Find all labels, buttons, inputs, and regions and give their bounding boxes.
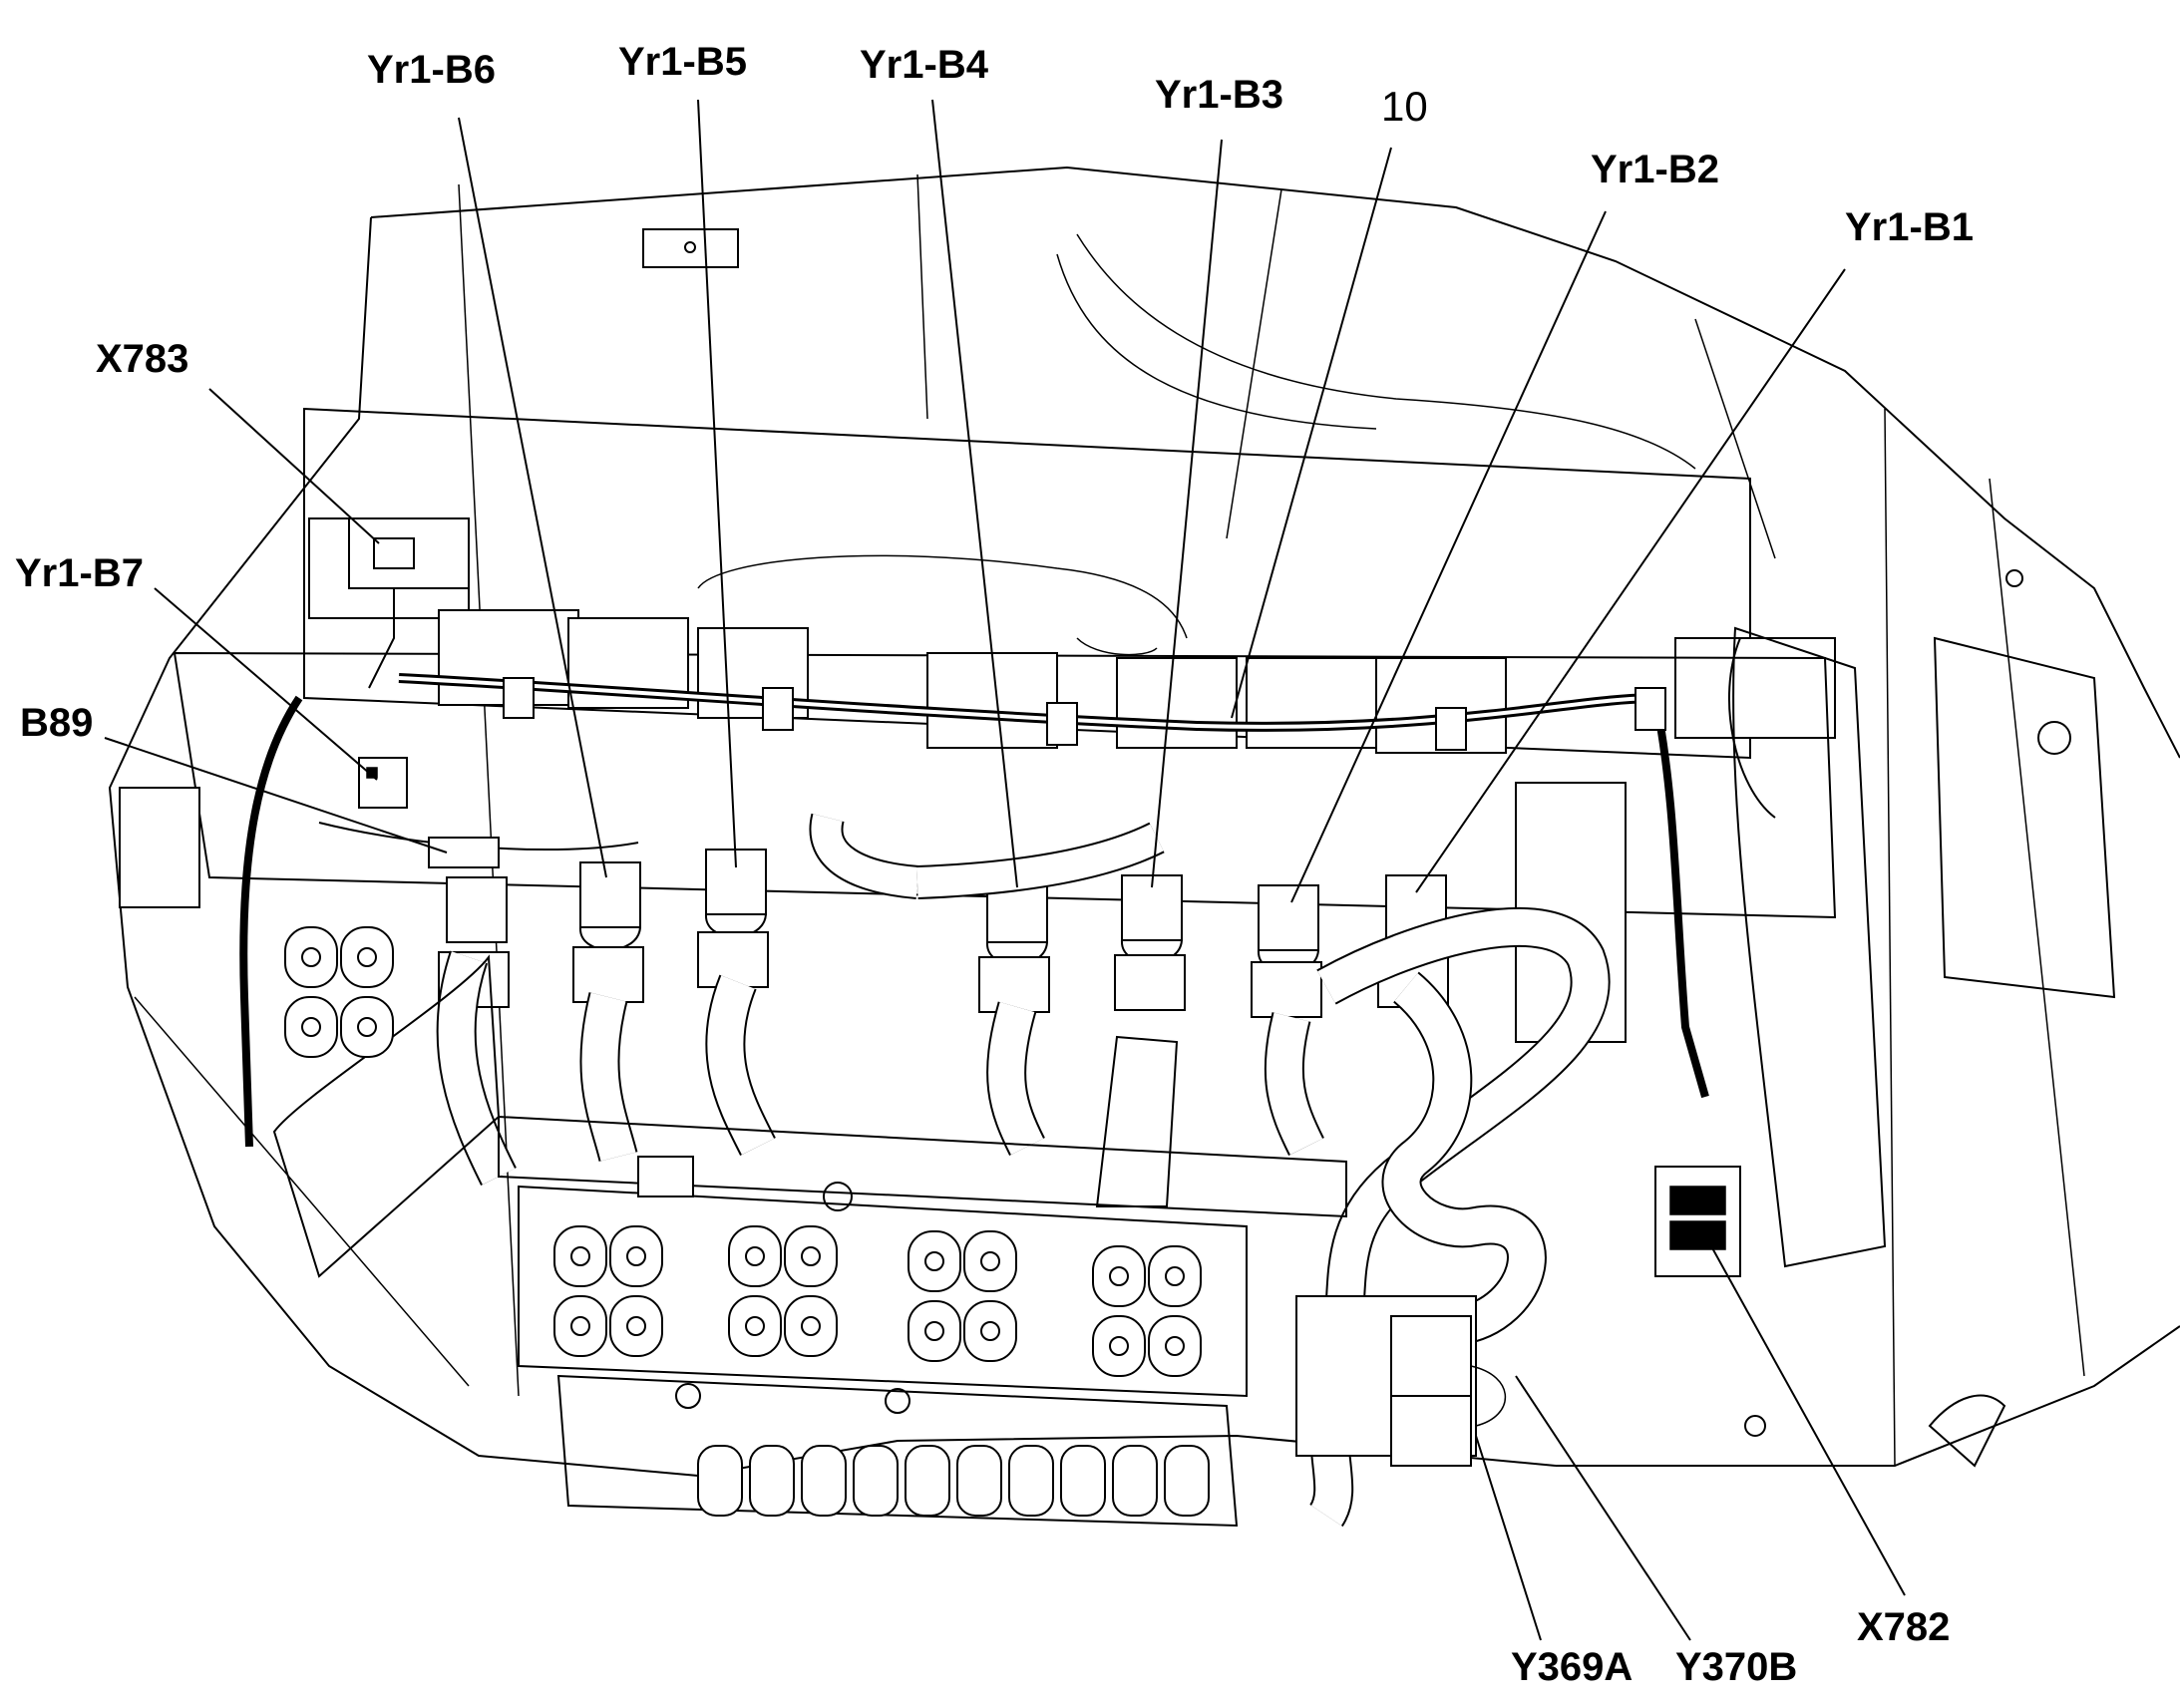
solenoid-yr1-b2	[1251, 884, 1322, 1018]
callout-yr1-b7: Yr1-B7	[15, 551, 144, 595]
leader-lines	[104, 99, 1906, 1641]
callout-y370b: Y370B	[1675, 1645, 1798, 1689]
lower-manifold	[272, 954, 1347, 1528]
leader-yr1-b6	[458, 117, 607, 878]
leader-y370b	[1515, 1375, 1691, 1641]
y369a-y370b-valves	[1295, 1295, 1507, 1467]
valve-cap	[905, 1445, 950, 1517]
valve-cap	[1060, 1445, 1106, 1517]
leader-yr1-b5	[697, 99, 737, 868]
callout-yr1-b1: Yr1-B1	[1845, 205, 1974, 249]
right-bracket	[1728, 626, 1887, 1268]
callout-10: 10	[1381, 83, 1428, 130]
valve-cap	[749, 1445, 795, 1517]
solenoid-coils	[438, 849, 1449, 1018]
valve-cap	[1008, 1445, 1054, 1517]
callout-y369a: Y369A	[1511, 1645, 1634, 1689]
valve-cap	[697, 1445, 743, 1517]
callout-yr1-b4: Yr1-B4	[860, 43, 988, 87]
leader-yr1-b7	[154, 587, 378, 781]
x783-connector	[348, 517, 470, 689]
cartridge-valve-cluster	[284, 926, 394, 1058]
cartridge-valve-cluster	[728, 1225, 838, 1357]
cartridge-clusters	[284, 926, 1210, 1517]
leader-yr1-b4	[931, 99, 1018, 888]
callout-yr1-b6: Yr1-B6	[367, 48, 496, 92]
valve-cap	[853, 1445, 899, 1517]
leader-x783	[208, 388, 380, 544]
solenoid-yr1-b5	[697, 849, 769, 988]
solenoid-yr1-b4	[978, 876, 1050, 1013]
leader-yr1-b2	[1290, 210, 1607, 903]
valve-cap	[1164, 1445, 1210, 1517]
leader-10	[1231, 147, 1392, 719]
housing-outline	[108, 166, 2180, 1477]
yr1-b7-connector	[358, 757, 408, 809]
valve-cap	[1112, 1445, 1158, 1517]
callout-x783: X783	[96, 337, 189, 381]
b89-sensor	[318, 822, 639, 868]
callout-yr1-b5: Yr1-B5	[618, 40, 747, 84]
valve-cap	[956, 1445, 1002, 1517]
cartridge-valve-cluster	[908, 1230, 1017, 1362]
callout-yr1-b3: Yr1-B3	[1155, 73, 1283, 117]
leader-b89	[104, 737, 448, 854]
callout-yr1-b2: Yr1-B2	[1591, 148, 1719, 191]
leader-y369a	[1475, 1435, 1542, 1641]
solenoid-yr1-b6	[572, 861, 644, 1003]
valve-block-row	[119, 609, 1627, 1043]
cartridge-valve-cluster	[553, 1225, 663, 1357]
leader-yr1-b1	[1415, 268, 1846, 893]
x782-connector	[1654, 1166, 1741, 1277]
leader-x782	[1699, 1225, 1906, 1596]
cartridge-valve-cluster	[1092, 1245, 1202, 1377]
callout-x782: X782	[1857, 1605, 1951, 1649]
callout-b89: B89	[20, 701, 94, 745]
solenoid-yr1-b3	[1114, 874, 1186, 1011]
valve-cap	[801, 1445, 847, 1517]
elbow-fitting	[1744, 1394, 2006, 1468]
leader-yr1-b3	[1151, 139, 1223, 888]
